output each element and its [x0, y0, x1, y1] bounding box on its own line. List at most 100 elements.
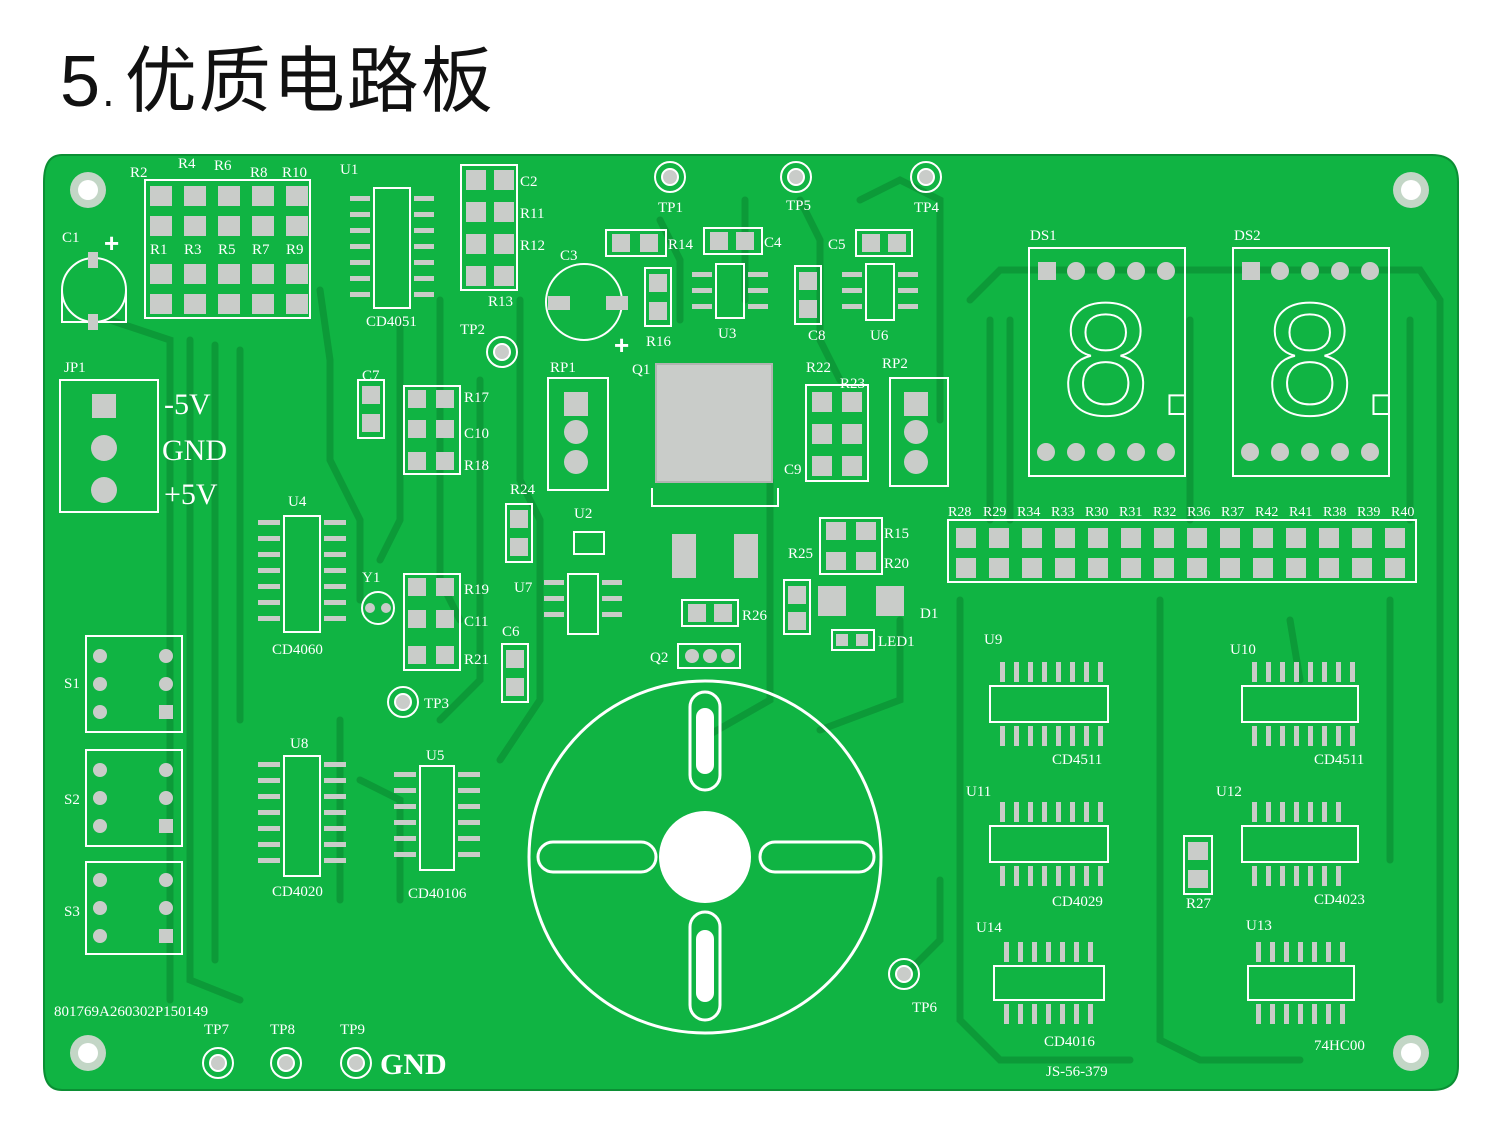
seven-segment-displays [1028, 247, 1390, 477]
label-cd4016: CD4016 [1044, 1034, 1095, 1050]
label-tp5: TP5 [786, 198, 811, 214]
label-74hc00: 74HC00 [1314, 1038, 1365, 1054]
label-tp8: TP8 [270, 1022, 295, 1038]
label-plus-5v: +5V [164, 478, 218, 511]
label-r31: R31 [1119, 505, 1142, 520]
label-r24: R24 [510, 482, 536, 498]
label-r10: R10 [282, 165, 307, 181]
label-y1: Y1 [362, 570, 380, 586]
label-r17: R17 [464, 390, 490, 406]
u8-u5-footprints [258, 755, 480, 877]
label-rp2: RP2 [882, 356, 908, 372]
label-r25: R25 [788, 546, 813, 562]
label-r27: R27 [1186, 896, 1212, 912]
label-ds1: DS1 [1030, 228, 1057, 244]
resistor-array-left [144, 179, 311, 319]
page-title: 5.优质电路板 [60, 22, 495, 127]
label-ds2: DS2 [1234, 228, 1261, 244]
label-r23: R23 [840, 376, 865, 392]
label-r6: R6 [214, 158, 232, 174]
label-r34: R34 [1017, 505, 1040, 520]
label-s1: S1 [64, 676, 80, 692]
jp1-terminal [59, 379, 159, 513]
label-u1: U1 [340, 162, 358, 178]
label-r37: R37 [1221, 505, 1244, 520]
label-r7: R7 [252, 242, 270, 258]
label-r13: R13 [488, 294, 513, 310]
label-u6: U6 [870, 328, 889, 344]
label-c11: C11 [464, 614, 488, 630]
resistor-row-pads [947, 519, 1417, 583]
switch-footprints [85, 635, 183, 955]
label-r30: R30 [1085, 505, 1108, 520]
label-r9: R9 [286, 242, 304, 258]
label-tp7: TP7 [204, 1022, 230, 1038]
label-r15: R15 [884, 526, 909, 542]
label-tp1: TP1 [658, 200, 683, 216]
label-tp4: TP4 [914, 200, 940, 216]
q1-thermal-pad [651, 363, 779, 507]
label-q2: Q2 [650, 650, 668, 666]
label-r21: R21 [464, 652, 489, 668]
label-r36: R36 [1187, 505, 1210, 520]
label-r1: R1 [150, 242, 168, 258]
label-rp1: RP1 [550, 360, 576, 376]
copper-traces [106, 176, 1444, 1064]
label-serial: 801769A260302P150149 [54, 1004, 208, 1020]
label-r12: R12 [520, 238, 545, 254]
label-c6: C6 [502, 624, 520, 640]
label-r14: R14 [668, 237, 694, 253]
label-cd4051: CD4051 [366, 314, 417, 330]
label-r28: R28 [948, 505, 971, 520]
label-r42: R42 [1255, 505, 1278, 520]
title-separator: . [102, 70, 117, 116]
label-c8: C8 [808, 328, 826, 344]
label-u13: U13 [1246, 918, 1272, 934]
c3-capacitor: + [545, 263, 629, 360]
label-cd4029: CD4029 [1052, 894, 1103, 910]
label-r4: R4 [178, 156, 196, 172]
label-tp2: TP2 [460, 322, 485, 338]
label-u8: U8 [290, 736, 308, 752]
label-r8: R8 [250, 165, 268, 181]
label-r20: R20 [884, 556, 909, 572]
q2-d1-area [672, 517, 904, 669]
label-gnd-bottom: GND [380, 1048, 447, 1081]
label-r19: R19 [464, 582, 489, 598]
title-text: 优质电路板 [124, 39, 495, 123]
label-r33: R33 [1051, 505, 1074, 520]
u4-chip-footprint [258, 515, 346, 633]
label-r3: R3 [184, 242, 202, 258]
ds1-digit: 8. [1058, 276, 1201, 450]
rp1-potentiometer [547, 377, 609, 491]
label-r16: R16 [646, 334, 672, 350]
c1-capacitor: + [61, 228, 127, 330]
label-u7: U7 [514, 580, 533, 596]
label-u14: U14 [976, 920, 1002, 936]
label-u11: U11 [966, 784, 991, 800]
label-r41: R41 [1289, 505, 1312, 520]
label-r18: R18 [464, 458, 489, 474]
ds2-digit: 8. [1262, 276, 1405, 450]
right-chip-footprints [989, 662, 1359, 1024]
u3-u6-area [605, 227, 918, 327]
label-u9: U9 [984, 632, 1002, 648]
label-s3: S3 [64, 904, 80, 920]
label-c10: C10 [464, 426, 489, 442]
r22-c9-pads [805, 384, 869, 482]
label-cd4020: CD4020 [272, 884, 323, 900]
label-cd4511-a: CD4511 [1052, 752, 1102, 768]
label-cd40106: CD40106 [408, 886, 467, 902]
mounting-holes [70, 172, 1429, 1071]
label-r11: R11 [520, 206, 544, 222]
svg-text:+: + [614, 330, 629, 360]
label-u2: U2 [574, 506, 592, 522]
label-c7: C7 [362, 368, 380, 384]
label-c5: C5 [828, 237, 846, 253]
label-tp9: TP9 [340, 1022, 365, 1038]
title-number: 5 [60, 42, 103, 122]
label-r2: R2 [130, 165, 148, 181]
label-cd4060: CD4060 [272, 642, 323, 658]
label-c1: C1 [62, 230, 80, 246]
